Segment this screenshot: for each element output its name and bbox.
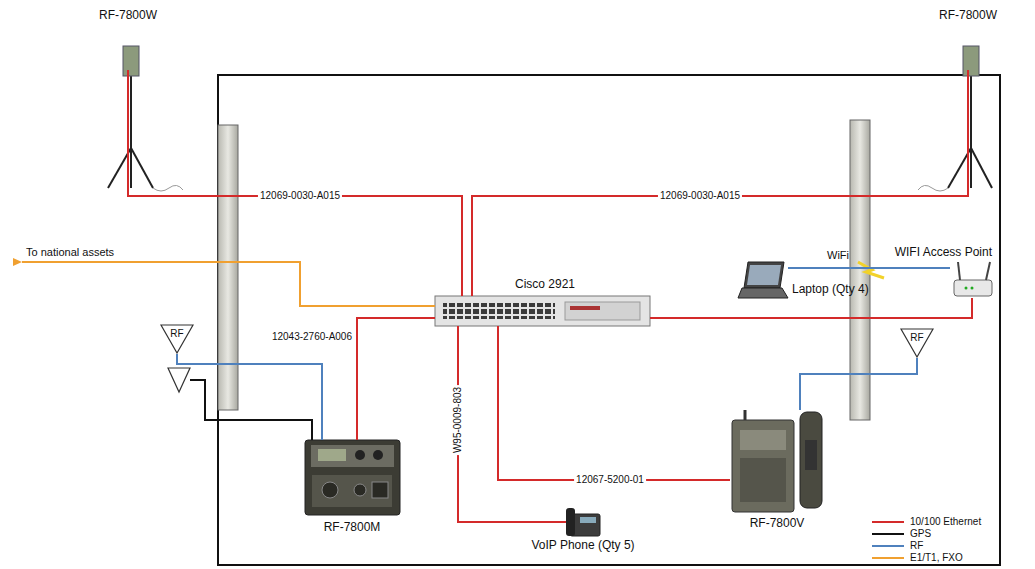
antenna-label: RF xyxy=(170,327,183,341)
device-label: RF-7800M xyxy=(324,520,381,534)
device-node: VoIP Phone (Qty 5) xyxy=(566,508,600,536)
cable-connector xyxy=(472,190,968,296)
cable-connector xyxy=(498,326,730,480)
cable-part-number: W95-0009-803 xyxy=(452,385,464,455)
device-label: RF-7800W xyxy=(939,8,997,22)
device-label: Laptop (Qty 4) xyxy=(792,282,869,296)
cable-part-number: 12069-0030-A015 xyxy=(658,190,742,202)
device-node: Laptop (Qty 4) xyxy=(742,262,788,298)
legend-text: E1/T1, FXO xyxy=(910,552,963,564)
device-label: RF-7800W xyxy=(99,8,157,22)
device-node: RF-7800W xyxy=(945,40,991,190)
cable-connector xyxy=(800,358,917,410)
legend-text: GPS xyxy=(910,528,931,540)
legend-sample xyxy=(872,521,904,523)
cable-connector xyxy=(128,190,462,296)
cable-part-number: 12043-2760-A006 xyxy=(272,331,352,343)
device-node: RF-7800V xyxy=(730,410,825,512)
antenna-triangle: RF xyxy=(900,328,934,358)
device-label: RF-7800V xyxy=(750,516,805,530)
device-label: Cisco 2921 xyxy=(515,277,575,291)
antenna-triangle: RF xyxy=(160,324,194,354)
device-node: Cisco 2921 xyxy=(435,296,650,326)
cable-connector xyxy=(357,318,435,440)
legend-sample xyxy=(872,545,904,547)
cable-connector xyxy=(458,326,566,522)
cable-connector xyxy=(788,267,950,269)
device-label: VoIP Phone (Qty 5) xyxy=(531,538,634,552)
cable-part-number: 12067-5200-01 xyxy=(574,474,646,486)
device-node: WIFI Access Point xyxy=(950,262,994,298)
device-node: RF-7800M xyxy=(305,440,400,515)
device-node: RF-7800W xyxy=(105,40,155,190)
antenna-label: RF xyxy=(910,331,923,345)
legend-sample xyxy=(872,533,904,535)
cable-connector xyxy=(177,354,322,440)
device-label: WIFI Access Point xyxy=(893,245,994,259)
cable-part-number: WiFi xyxy=(827,249,849,261)
cable-connector xyxy=(650,298,972,318)
legend-text: 10/100 Ethernet xyxy=(910,516,981,528)
legend-sample xyxy=(872,557,904,559)
link-note: To national assets xyxy=(26,246,114,258)
cable-part-number: 12069-0030-A015 xyxy=(258,190,342,202)
legend-text: RF xyxy=(910,540,923,552)
